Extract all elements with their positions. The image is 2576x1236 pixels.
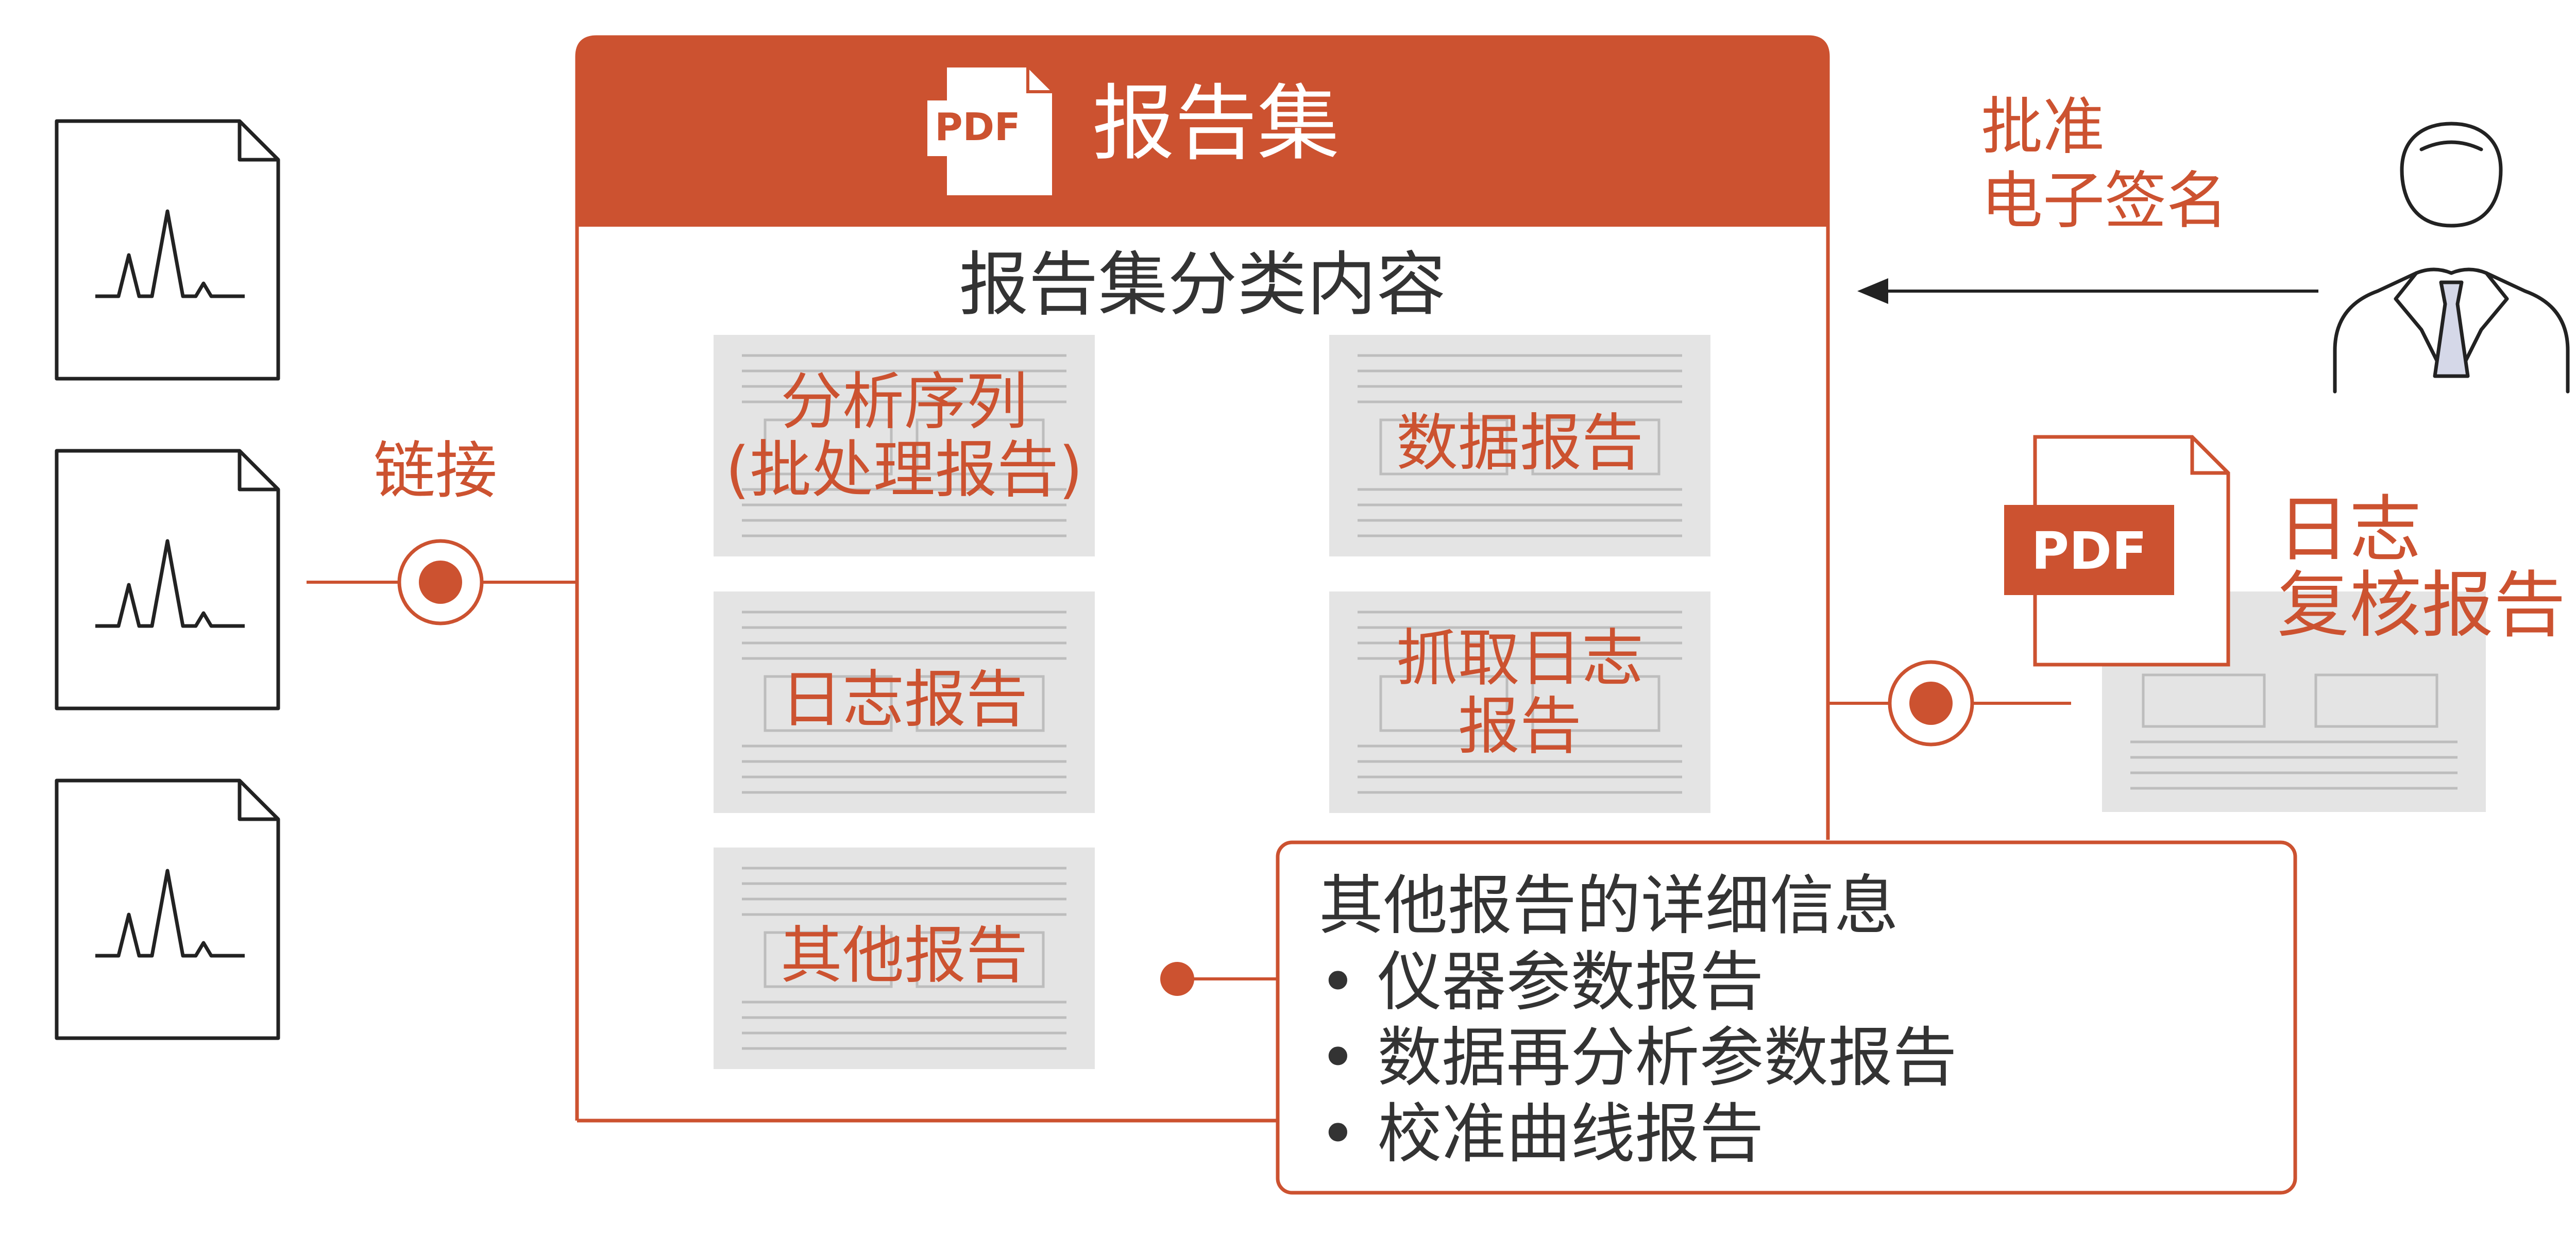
report-item-line1: 日志报告 xyxy=(781,664,1028,736)
report-item-line1: 其他报告 xyxy=(781,920,1028,992)
person-icon xyxy=(2333,122,2570,394)
report-item-analysis-sequence: 分析序列 (批处理报告) xyxy=(714,335,1095,556)
details-bullet: • 校准曲线报告 xyxy=(1319,1096,1764,1172)
report-set-box xyxy=(575,35,1830,1123)
pdf-file-icon xyxy=(927,64,1055,198)
chromatogram-doc-icon xyxy=(57,451,278,708)
details-title: 其他报告的详细信息 xyxy=(1319,869,1899,943)
report-item-line2: 报告 xyxy=(1458,691,1582,763)
details-connector xyxy=(1160,962,1278,996)
content-subtitle: 报告集分类内容 xyxy=(959,244,1446,325)
link-label: 链接 xyxy=(374,435,497,507)
review-connector xyxy=(1829,660,2071,747)
approval-line1: 批准 xyxy=(1981,91,2105,163)
approval-label: 批准 电子签名 xyxy=(1981,90,2228,239)
pdf-badge: PDF xyxy=(935,105,1021,149)
review-label: 日志 复核报告 xyxy=(2277,492,2566,644)
chromatogram-doc-icon xyxy=(57,121,278,379)
chromatogram-doc-icon xyxy=(57,781,278,1038)
review-line2: 复核报告 xyxy=(2277,564,2566,648)
report-item-line1: 抓取日志 xyxy=(1396,623,1643,695)
page-title: 报告集 xyxy=(1092,75,1340,172)
report-item-log-report: 日志报告 xyxy=(714,591,1095,813)
link-connector xyxy=(307,539,577,625)
approval-line2: 电子签名 xyxy=(1981,165,2228,237)
pdf-badge: PDF xyxy=(2031,521,2147,581)
review-line1: 日志 xyxy=(2277,488,2422,572)
details-bullet: • 数据再分析参数报告 xyxy=(1319,1021,1957,1095)
report-item-capture-log: 抓取日志 报告 xyxy=(1329,591,1710,813)
report-item-line2: (批处理报告) xyxy=(725,434,1083,506)
details-box xyxy=(1276,840,2297,1195)
details-bullet: • 仪器参数报告 xyxy=(1319,944,1764,1020)
report-item-line1: 数据报告 xyxy=(1396,408,1643,479)
report-item-data-report: 数据报告 xyxy=(1329,335,1710,556)
report-set-header xyxy=(577,37,1828,227)
details-content: 其他报告的详细信息 • 仪器参数报告 • 数据再分析参数报告 • 校准曲线报告 xyxy=(1319,868,2277,1172)
pdf-file-icon xyxy=(2004,435,2230,667)
report-item-other: 其他报告 xyxy=(714,848,1095,1069)
arrow-left-icon xyxy=(1857,278,2318,304)
report-item-line1: 分析序列 xyxy=(781,366,1028,438)
